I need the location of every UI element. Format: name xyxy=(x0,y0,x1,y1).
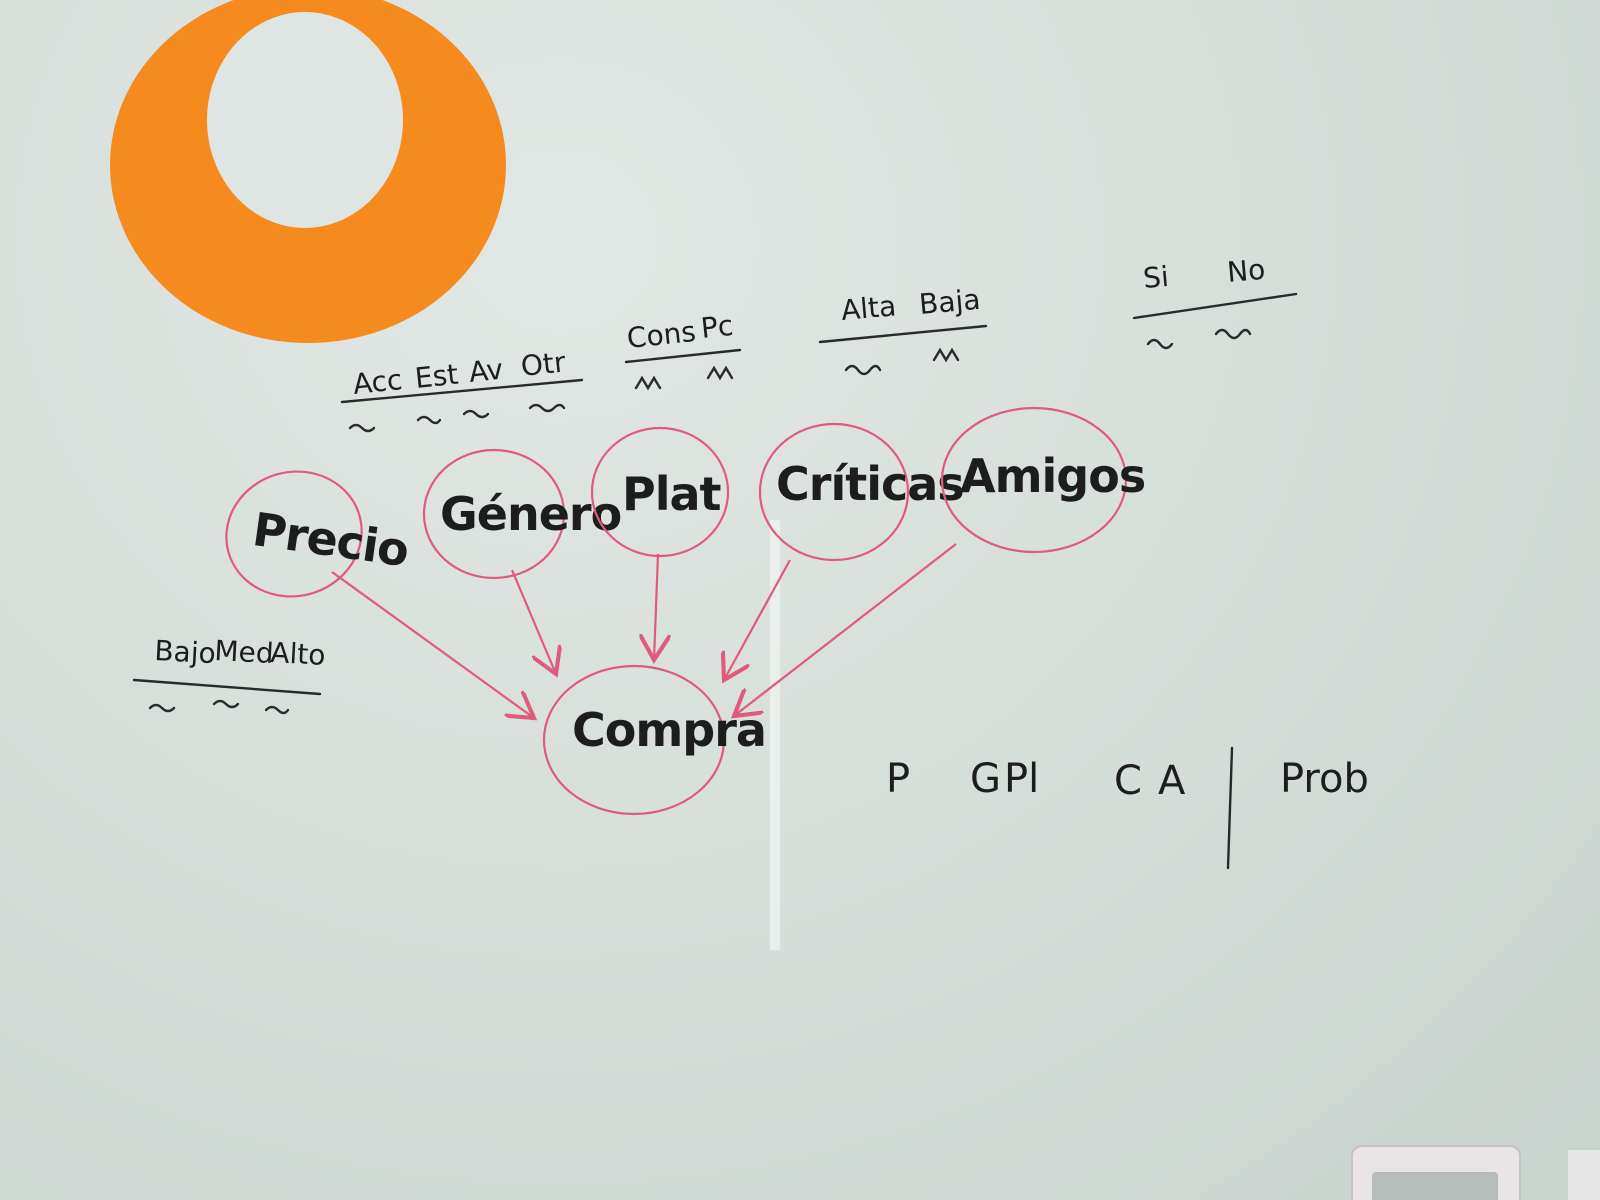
state-plat-cons: Cons xyxy=(625,315,697,355)
squiggle xyxy=(528,403,566,413)
states-criticas: Alta Baja xyxy=(818,283,988,376)
state-criticas-alta: Alta xyxy=(840,289,898,327)
state-amigos-no: No xyxy=(1226,253,1267,289)
state-precio-bajo: Bajo xyxy=(154,634,217,670)
states-plat: Cons Pc xyxy=(624,309,742,391)
state-precio-alto: Alto xyxy=(270,636,327,672)
orange-ring-decoration xyxy=(110,0,506,343)
squiggle xyxy=(844,364,882,376)
node-genero: Género xyxy=(422,448,622,580)
edge-genero-compra xyxy=(510,569,556,674)
squiggle xyxy=(1146,338,1174,350)
states-amigos: Si No xyxy=(1132,253,1298,350)
states-genero: Acc Est Av Otr xyxy=(340,345,584,433)
underline-genero xyxy=(340,378,584,404)
states-precio: Bajo Med Alto xyxy=(132,634,327,715)
node-compra: Compra xyxy=(542,664,767,816)
node-label-compra: Compra xyxy=(572,703,766,757)
node-label-genero: Género xyxy=(440,487,621,541)
cpt-col-p: P xyxy=(886,756,910,802)
squiggle xyxy=(1214,328,1252,340)
thermostat-device xyxy=(1351,1145,1600,1200)
node-amigos: Amigos xyxy=(940,406,1146,554)
state-genero-av: Av xyxy=(467,353,504,389)
cpt-divider xyxy=(1226,746,1234,870)
underline-precio xyxy=(132,678,322,696)
squiggle xyxy=(932,347,960,363)
squiggle xyxy=(212,699,240,709)
underline-plat xyxy=(624,348,742,364)
state-plat-pc: Pc xyxy=(699,309,735,345)
state-criticas-baja: Baja xyxy=(918,283,982,321)
squiggle xyxy=(416,415,442,425)
state-genero-acc: Acc xyxy=(351,363,404,401)
underline-criticas xyxy=(818,324,988,344)
cpt-col-pl: Pl xyxy=(1004,756,1039,802)
underline-amigos xyxy=(1132,292,1298,320)
cpt-header: P G Pl C A Prob xyxy=(886,746,1369,870)
node-label-amigos: Amigos xyxy=(960,449,1145,503)
node-criticas: Críticas xyxy=(758,422,965,562)
edge-precio-compra xyxy=(331,571,534,718)
node-plat: Plat xyxy=(590,426,730,558)
edge-criticas-compra xyxy=(724,559,791,680)
edge-plat-compra xyxy=(654,553,658,660)
state-precio-med: Med xyxy=(214,634,275,670)
squiggle xyxy=(264,705,290,715)
squiggle xyxy=(462,409,490,419)
squiggle xyxy=(348,423,376,433)
node-label-criticas: Críticas xyxy=(776,457,964,511)
state-genero-otr: Otr xyxy=(519,345,567,383)
squiggle xyxy=(634,375,662,391)
edge-amigos-compra xyxy=(734,543,957,716)
cpt-col-c: C xyxy=(1114,758,1142,804)
node-precio: Precio xyxy=(225,470,412,598)
cpt-col-a: A xyxy=(1158,758,1186,804)
squiggle xyxy=(706,365,734,381)
squiggle xyxy=(148,703,176,713)
state-amigos-si: Si xyxy=(1142,260,1170,295)
glare-streak xyxy=(770,520,780,950)
state-genero-est: Est xyxy=(413,358,459,395)
cpt-col-g: G xyxy=(970,756,1001,802)
node-label-plat: Plat xyxy=(622,467,721,521)
cpt-col-prob: Prob xyxy=(1280,756,1369,802)
node-label-precio: Precio xyxy=(249,502,411,577)
